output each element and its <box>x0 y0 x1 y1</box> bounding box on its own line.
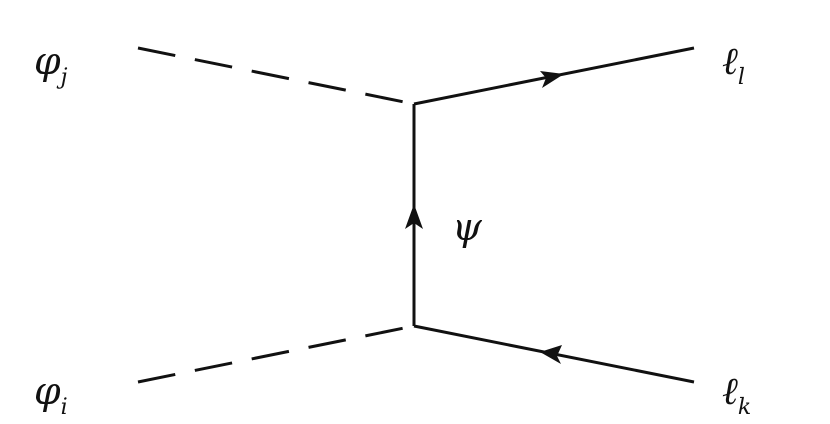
scalar-line-phi-i <box>137 324 415 384</box>
arrow-outgoing-ell-l <box>540 71 564 88</box>
label-psi: ψ <box>452 205 483 249</box>
arrow-up-psi <box>405 204 423 229</box>
scalar-line-phi-j <box>137 46 415 106</box>
label-phi-i: φi <box>34 369 68 420</box>
label-ell-k: ℓk <box>722 369 751 420</box>
label-phi-j: φj <box>34 39 68 90</box>
label-ell-l: ℓl <box>722 39 745 90</box>
arrow-incoming-ell-k <box>540 345 562 364</box>
